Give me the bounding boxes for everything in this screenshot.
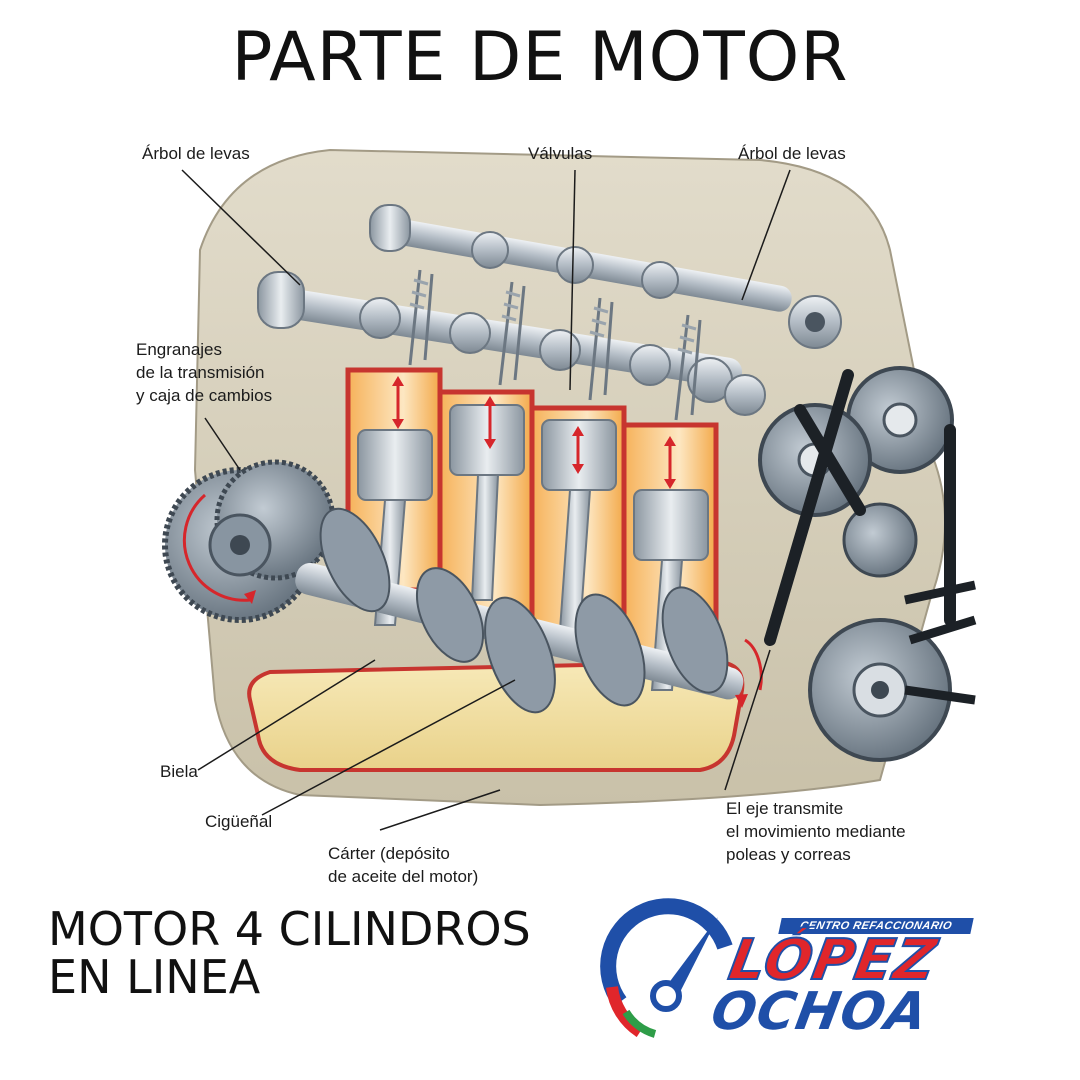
label-valves: Válvulas bbox=[528, 144, 593, 163]
caption-line-1: MOTOR 4 CILINDROS bbox=[48, 902, 531, 956]
pulleys-belts bbox=[758, 366, 977, 762]
speedometer-icon bbox=[600, 898, 733, 1038]
brand-logo: CENTRO REFACCIONARIO LÓPEZ OCHOA bbox=[600, 892, 980, 1042]
label-connecting-rod: Biela bbox=[160, 762, 198, 781]
label-camshaft-left: Árbol de levas bbox=[142, 144, 250, 163]
label-crankcase: Cárter (depósito de aceite del motor) bbox=[328, 844, 479, 886]
pistons bbox=[357, 376, 709, 561]
label-gears: Engranajes de la transmisión y caja de c… bbox=[136, 340, 273, 405]
caption-line-2: EN LINEA bbox=[48, 950, 261, 1004]
label-camshaft-right: Árbol de levas bbox=[738, 144, 846, 163]
valves bbox=[408, 269, 702, 421]
leader-lines bbox=[181, 169, 791, 831]
crankshaft bbox=[295, 507, 763, 714]
page-title: PARTE DE MOTOR bbox=[231, 18, 849, 97]
logo-word-ochoa: OCHOA bbox=[706, 982, 933, 1042]
camshaft-top bbox=[369, 204, 842, 349]
label-shaft: El eje transmite el movimiento mediante … bbox=[726, 799, 906, 864]
caption: MOTOR 4 CILINDROS EN LINEA bbox=[48, 905, 531, 1001]
label-crankshaft: Cigüeñal bbox=[205, 812, 273, 831]
